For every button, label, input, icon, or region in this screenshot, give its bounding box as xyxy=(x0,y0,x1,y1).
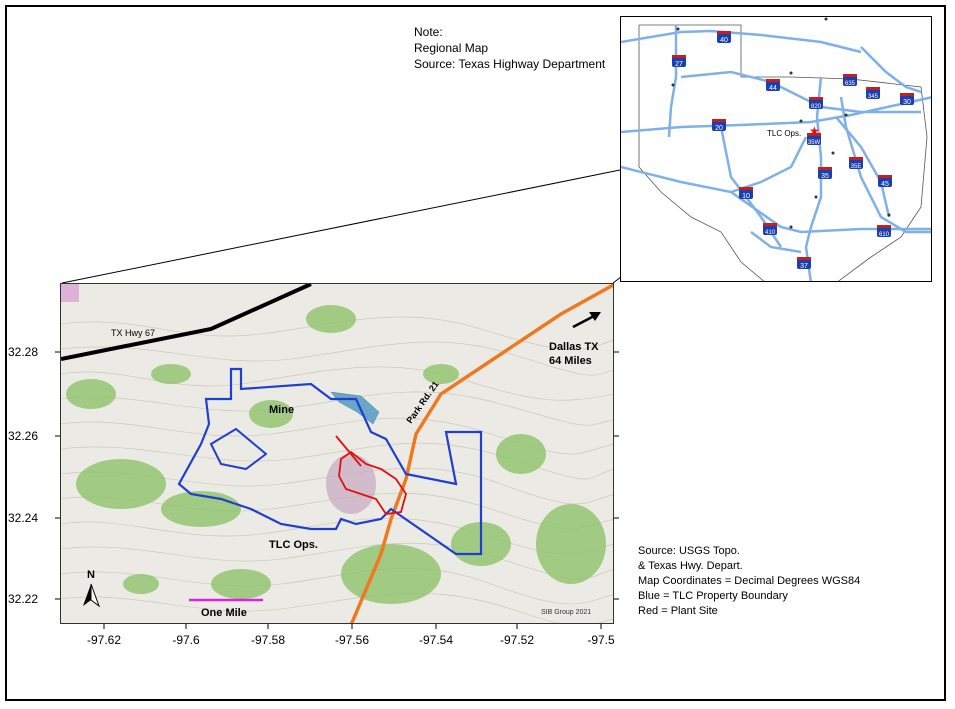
dallas-label-line2: 64 Miles xyxy=(549,355,592,367)
x-tick-label: -97.56 xyxy=(334,633,370,647)
x-tick-label: -97.6 xyxy=(172,633,200,647)
park-rd-21-road xyxy=(349,284,613,623)
x-tick-label: -97.62 xyxy=(86,633,122,647)
coordinate-system-note: Map Coordinates = Decimal Degrees WGS84 xyxy=(638,575,861,587)
y-tick-label: 32.28 xyxy=(8,345,39,359)
map-credit: SIB Group 2021 xyxy=(541,609,591,616)
scale-bar-label: One Mile xyxy=(201,607,247,619)
svg-text:35E: 35E xyxy=(851,164,862,170)
svg-text:44: 44 xyxy=(769,85,777,92)
y-tick-label: 32.24 xyxy=(8,511,39,525)
svg-text:10: 10 xyxy=(742,193,750,200)
north-label: N xyxy=(87,569,95,581)
vegetation-patches xyxy=(66,305,606,604)
figure-border xyxy=(5,5,946,701)
texas-outline xyxy=(638,24,928,281)
plant-site-line xyxy=(335,435,362,467)
svg-text:20: 20 xyxy=(715,125,723,132)
svg-text:610: 610 xyxy=(879,232,890,238)
dallas-label-line1: Dallas TX xyxy=(549,341,599,353)
dallas-arrow-icon xyxy=(572,312,601,329)
tx-hwy-67-road xyxy=(61,284,312,361)
tlc-inner-boundary xyxy=(209,427,268,471)
main-topo-map: TX Hwy 67 Mine Park Rd. 21 Dallas TX 64 … xyxy=(60,283,614,624)
tlc-property-boundary xyxy=(177,367,483,556)
x-tick-label: -97.5 xyxy=(587,633,615,647)
main-map-svg: TX Hwy 67 Mine Park Rd. 21 Dallas TX 64 … xyxy=(61,284,613,623)
svg-text:30: 30 xyxy=(903,99,911,106)
inset-site-label: TLC Ops. xyxy=(767,129,801,138)
x-tick-label: -97.52 xyxy=(499,633,535,647)
svg-text:45: 45 xyxy=(881,181,889,188)
svg-text:410: 410 xyxy=(765,230,776,236)
svg-text:35W: 35W xyxy=(808,140,821,146)
inset-map-svg: 40 27 44 635 345 30 820 20 35W 35 35E 45… xyxy=(621,17,931,281)
source-line: & Texas Hwy. Depart. xyxy=(638,560,743,572)
source-legend: Source: USGS Topo. & Texas Hwy. Depart. … xyxy=(638,544,860,619)
interstate-shields: 40 27 44 635 345 30 820 20 35W 35 35E 45… xyxy=(672,31,914,270)
red-legend-entry: Red = Plant Site xyxy=(638,605,718,617)
regional-map-note: Note: Regional Map Source: Texas Highway… xyxy=(414,24,605,72)
svg-text:27: 27 xyxy=(675,61,683,68)
note-source: Source: Texas Highway Department xyxy=(414,57,606,71)
y-tick-label: 32.26 xyxy=(8,429,39,443)
tx-hwy-67-label: TX Hwy 67 xyxy=(111,328,155,338)
y-tick-label: 32.22 xyxy=(8,592,39,606)
plant-site-boundary xyxy=(338,450,407,515)
inset-city-dots xyxy=(671,17,891,229)
svg-text:40: 40 xyxy=(720,37,728,44)
regional-inset-map: 40 27 44 635 345 30 820 20 35W 35 35E 45… xyxy=(620,16,932,282)
source-line: Source: USGS Topo. xyxy=(638,545,740,557)
urban-patches xyxy=(61,284,376,514)
x-tick-label: -97.54 xyxy=(418,633,454,647)
note-heading: Note: xyxy=(414,25,443,39)
tlc-ops-label: TLC Ops. xyxy=(269,539,318,551)
svg-text:635: 635 xyxy=(845,81,856,87)
svg-text:820: 820 xyxy=(811,104,822,110)
svg-text:345: 345 xyxy=(868,94,879,100)
svg-text:35: 35 xyxy=(821,173,829,180)
note-title: Regional Map xyxy=(414,41,489,55)
x-tick-label: -97.58 xyxy=(250,633,286,647)
blue-legend-entry: Blue = TLC Property Boundary xyxy=(638,590,788,602)
site-star-icon: ★ xyxy=(809,124,820,138)
svg-text:37: 37 xyxy=(800,263,808,270)
mine-label: Mine xyxy=(269,404,294,416)
north-arrow-icon xyxy=(83,583,101,608)
